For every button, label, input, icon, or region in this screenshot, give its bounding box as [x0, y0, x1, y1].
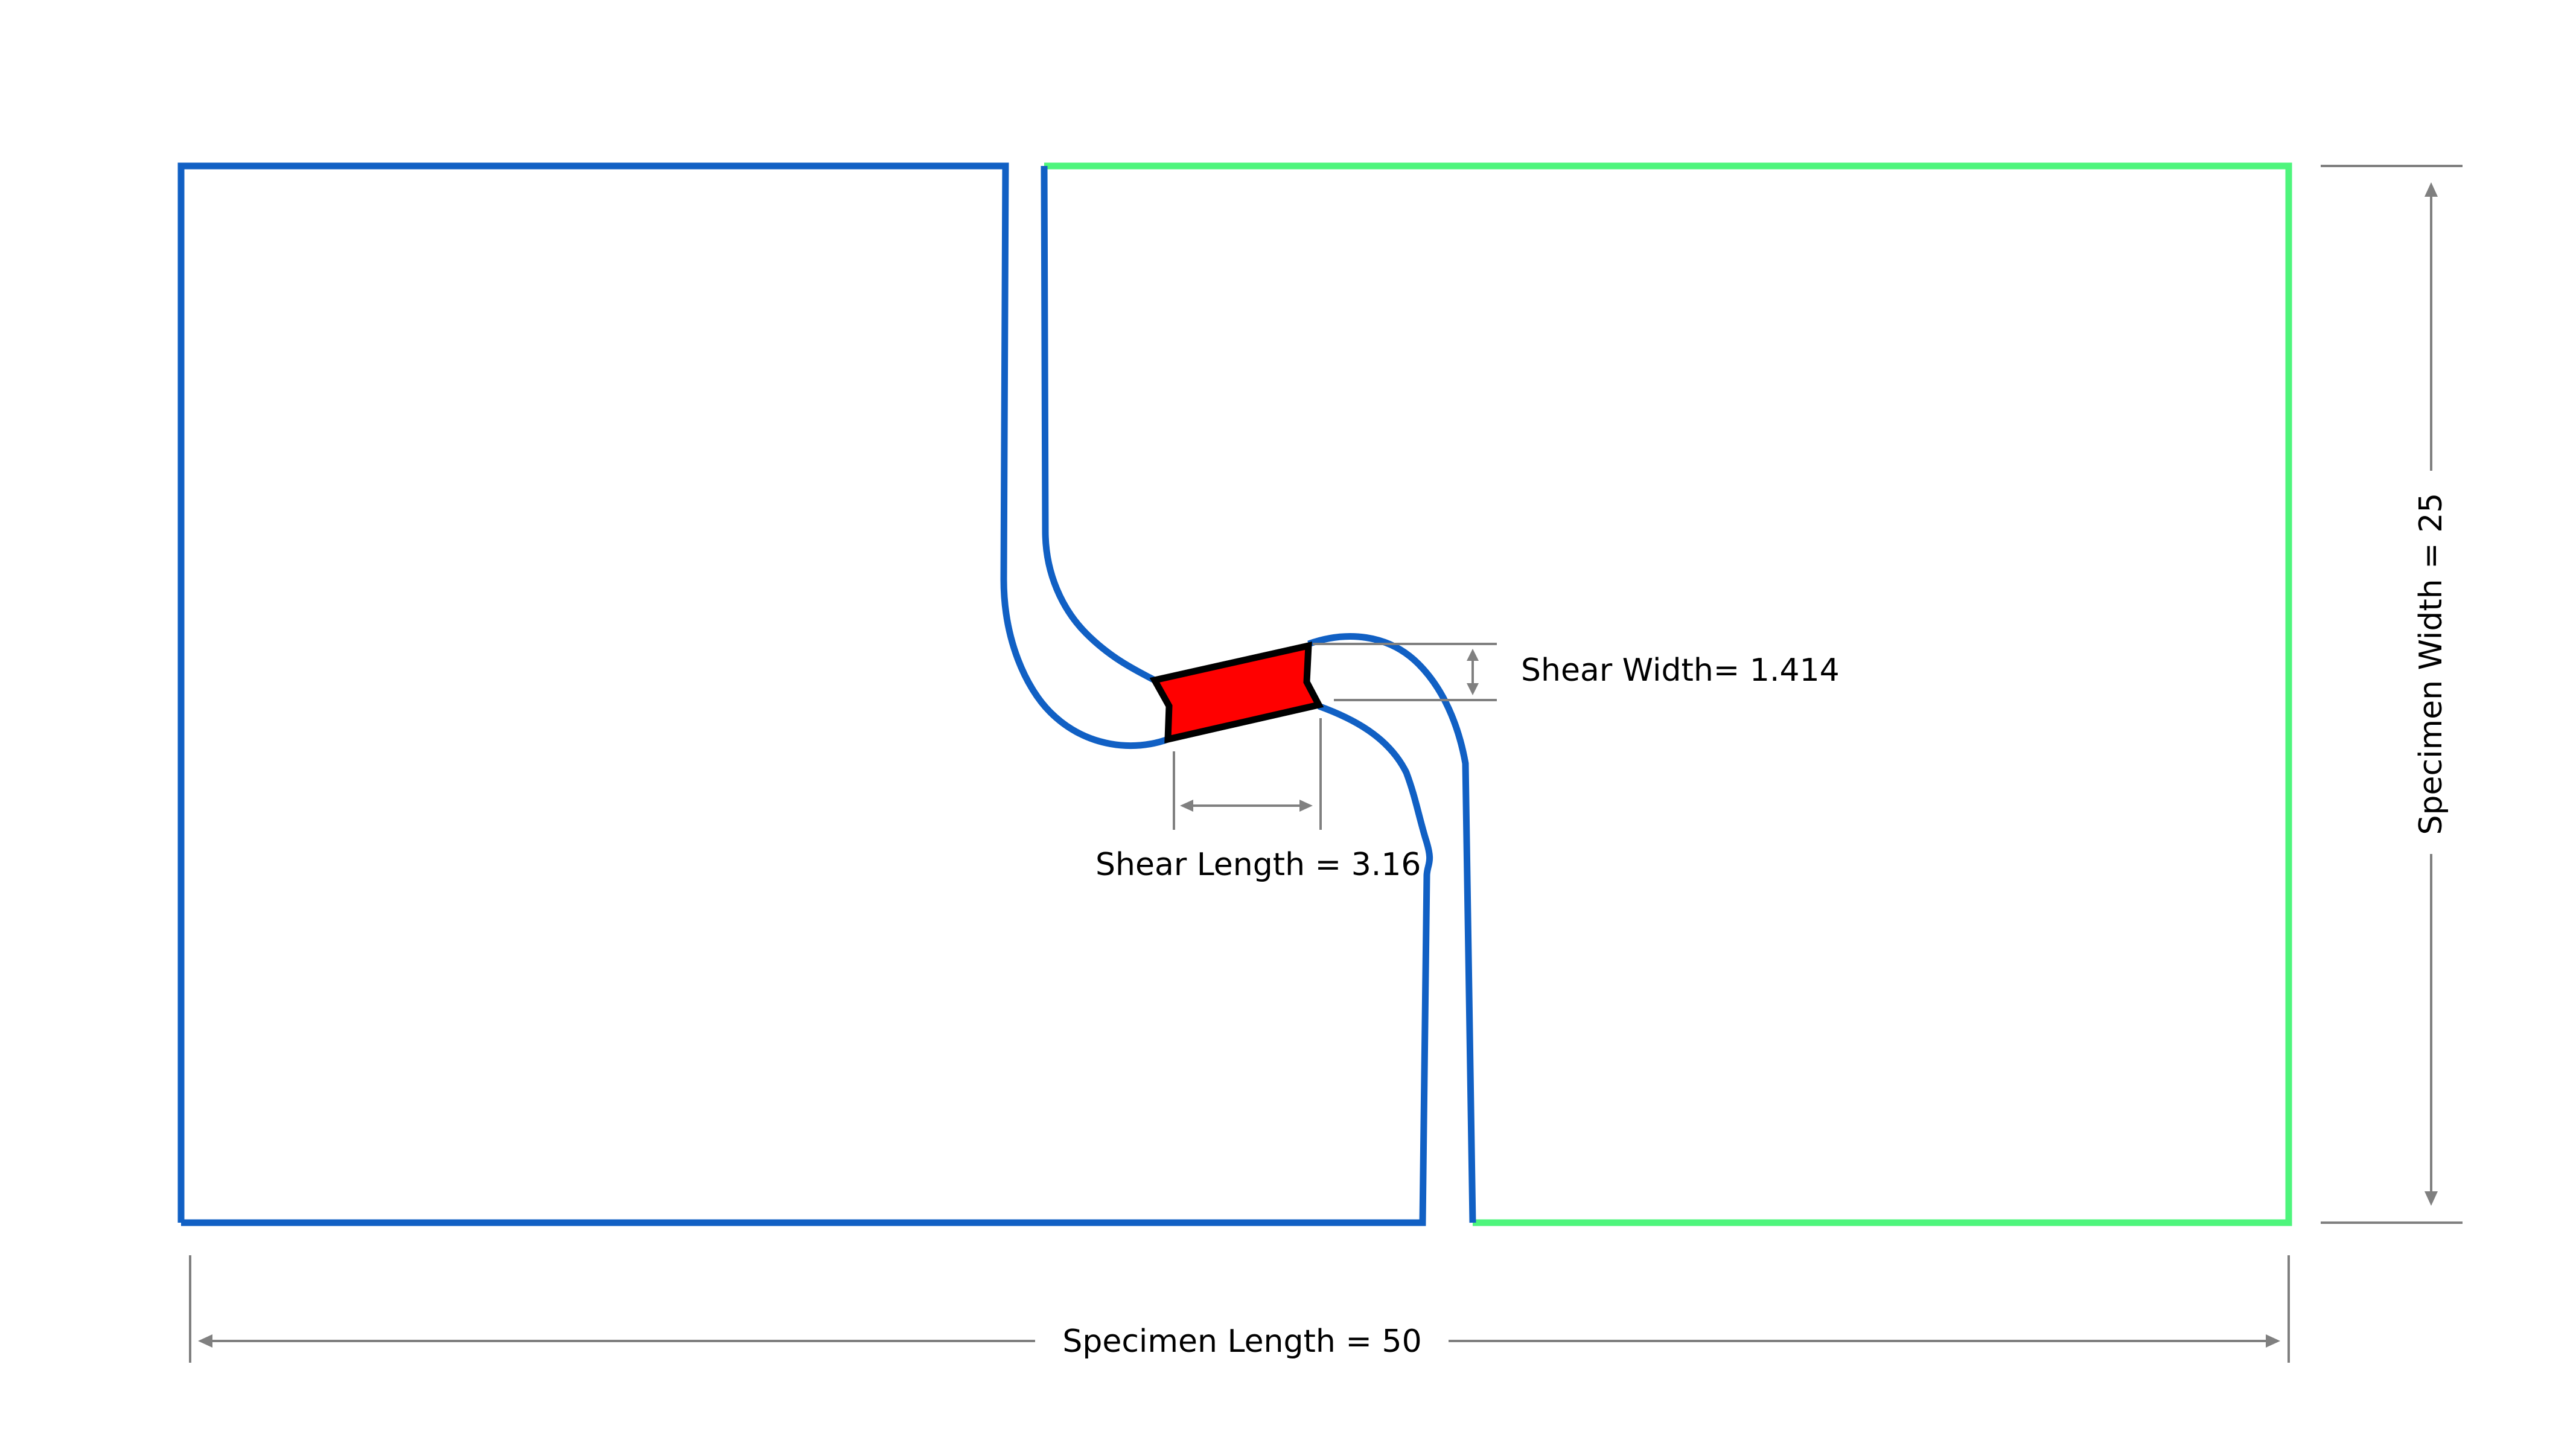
specimen-length-arrow-left — [198, 1334, 212, 1348]
shear-length-arrow-left — [1180, 800, 1193, 812]
upper-notch-curve — [1041, 165, 1156, 683]
lower-notch-curve — [181, 702, 1433, 1226]
specimen-width-arrow-up — [2425, 182, 2438, 197]
specimen-length-label: Specimen Length = 50 — [1062, 1323, 1421, 1360]
shear-length-arrow-right — [1299, 800, 1313, 812]
right-part-outline — [1044, 162, 2292, 1226]
specimen-width-arrow-down — [2425, 1191, 2438, 1206]
shear-length-label: Shear Length = 3.16 — [1095, 847, 1421, 883]
shear-width-arrow-down — [1467, 683, 1479, 695]
shear-width-arrow-up — [1467, 649, 1479, 661]
shear-region — [1149, 642, 1324, 744]
shear-width-label: Shear Width= 1.414 — [1521, 652, 1840, 689]
right-notch-curve — [1307, 633, 1476, 1223]
left-part-outline — [177, 162, 1169, 1223]
specimen-length-arrow-right — [2266, 1334, 2280, 1348]
specimen-width-label: Specimen Width = 25 — [2413, 492, 2449, 835]
